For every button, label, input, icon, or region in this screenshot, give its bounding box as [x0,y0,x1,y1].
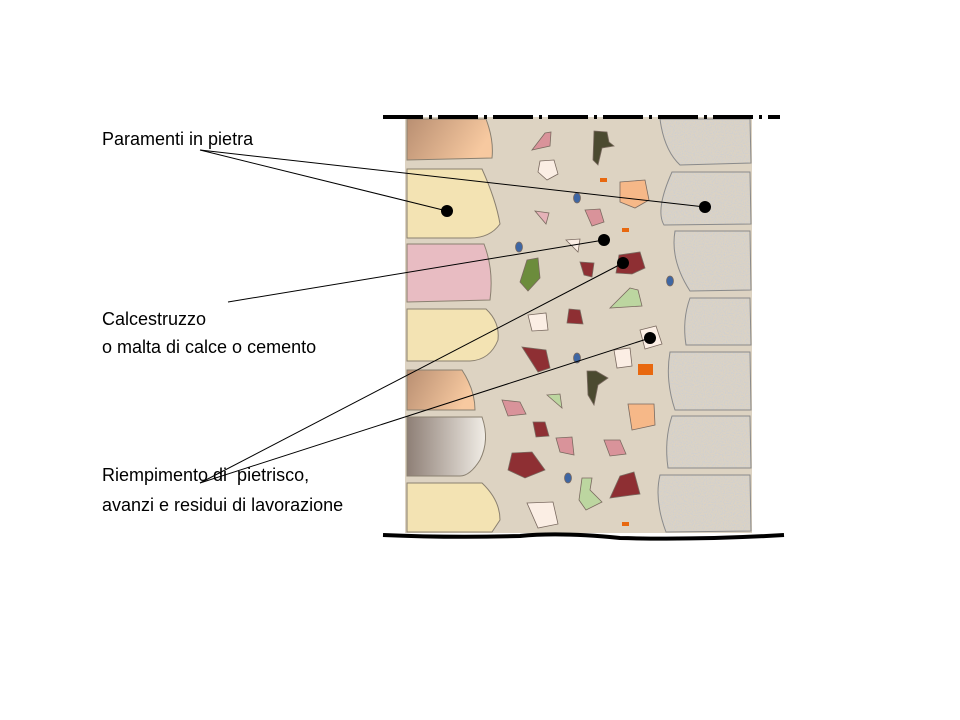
leader-facing-left [199,149,448,212]
fragment [501,399,527,417]
fragment [622,522,629,526]
stone [657,118,752,533]
fragment [521,346,551,373]
fragment [603,439,627,457]
fragment [578,477,603,511]
bottom-boundary-line [382,532,785,541]
fragment [537,159,559,181]
aggregate-fragments [501,130,674,529]
leader-concrete [227,239,605,303]
marker-dot [617,257,629,269]
label-concrete-line2: o malta di calce o cemento [102,337,317,357]
stone [406,118,493,161]
label-concrete-line1: Calcestruzzo [102,309,207,329]
fragment [531,131,552,151]
fragment [527,312,549,332]
fragment [622,228,629,232]
fragment [584,208,605,227]
fragment [555,436,575,456]
fragment [579,261,595,278]
fragment [619,179,650,209]
leader-lines [199,149,706,484]
left-facing-stones [406,118,501,533]
stone [406,482,501,533]
fragment [666,275,674,287]
fragment [638,364,653,375]
marker-dot [598,234,610,246]
fragment [519,257,541,292]
stone [406,243,492,303]
leader-facing-right [199,149,706,208]
fragment [600,178,607,182]
stone [406,168,501,239]
marker-dots [441,201,711,344]
fragment [526,501,559,529]
fragment [613,347,633,369]
label-infill-line2: avanzi e residui di lavorazione [102,495,344,515]
fragment [573,192,581,204]
stone [406,308,499,362]
fragment [564,472,572,484]
fragment [507,451,546,479]
fragment [627,403,656,431]
marker-dot [644,332,656,344]
fragment [592,130,615,166]
leader-infill-1 [199,262,624,484]
label-infill-line1: Riempimento di pietrisco, [102,465,310,485]
stone [406,369,476,411]
right-facing-stones [657,118,752,533]
label-facing-stones: Paramenti in pietra [102,129,254,149]
stone [406,416,486,477]
marker-dot [699,201,711,213]
fragment [566,308,584,325]
fragment [586,370,609,407]
marker-dot [441,205,453,217]
fragment [546,393,563,410]
fragment [608,287,643,309]
fragment [515,241,523,253]
fragment [609,471,641,499]
fragment [534,210,550,225]
leader-infill-2 [199,337,651,484]
fragment [532,421,550,438]
